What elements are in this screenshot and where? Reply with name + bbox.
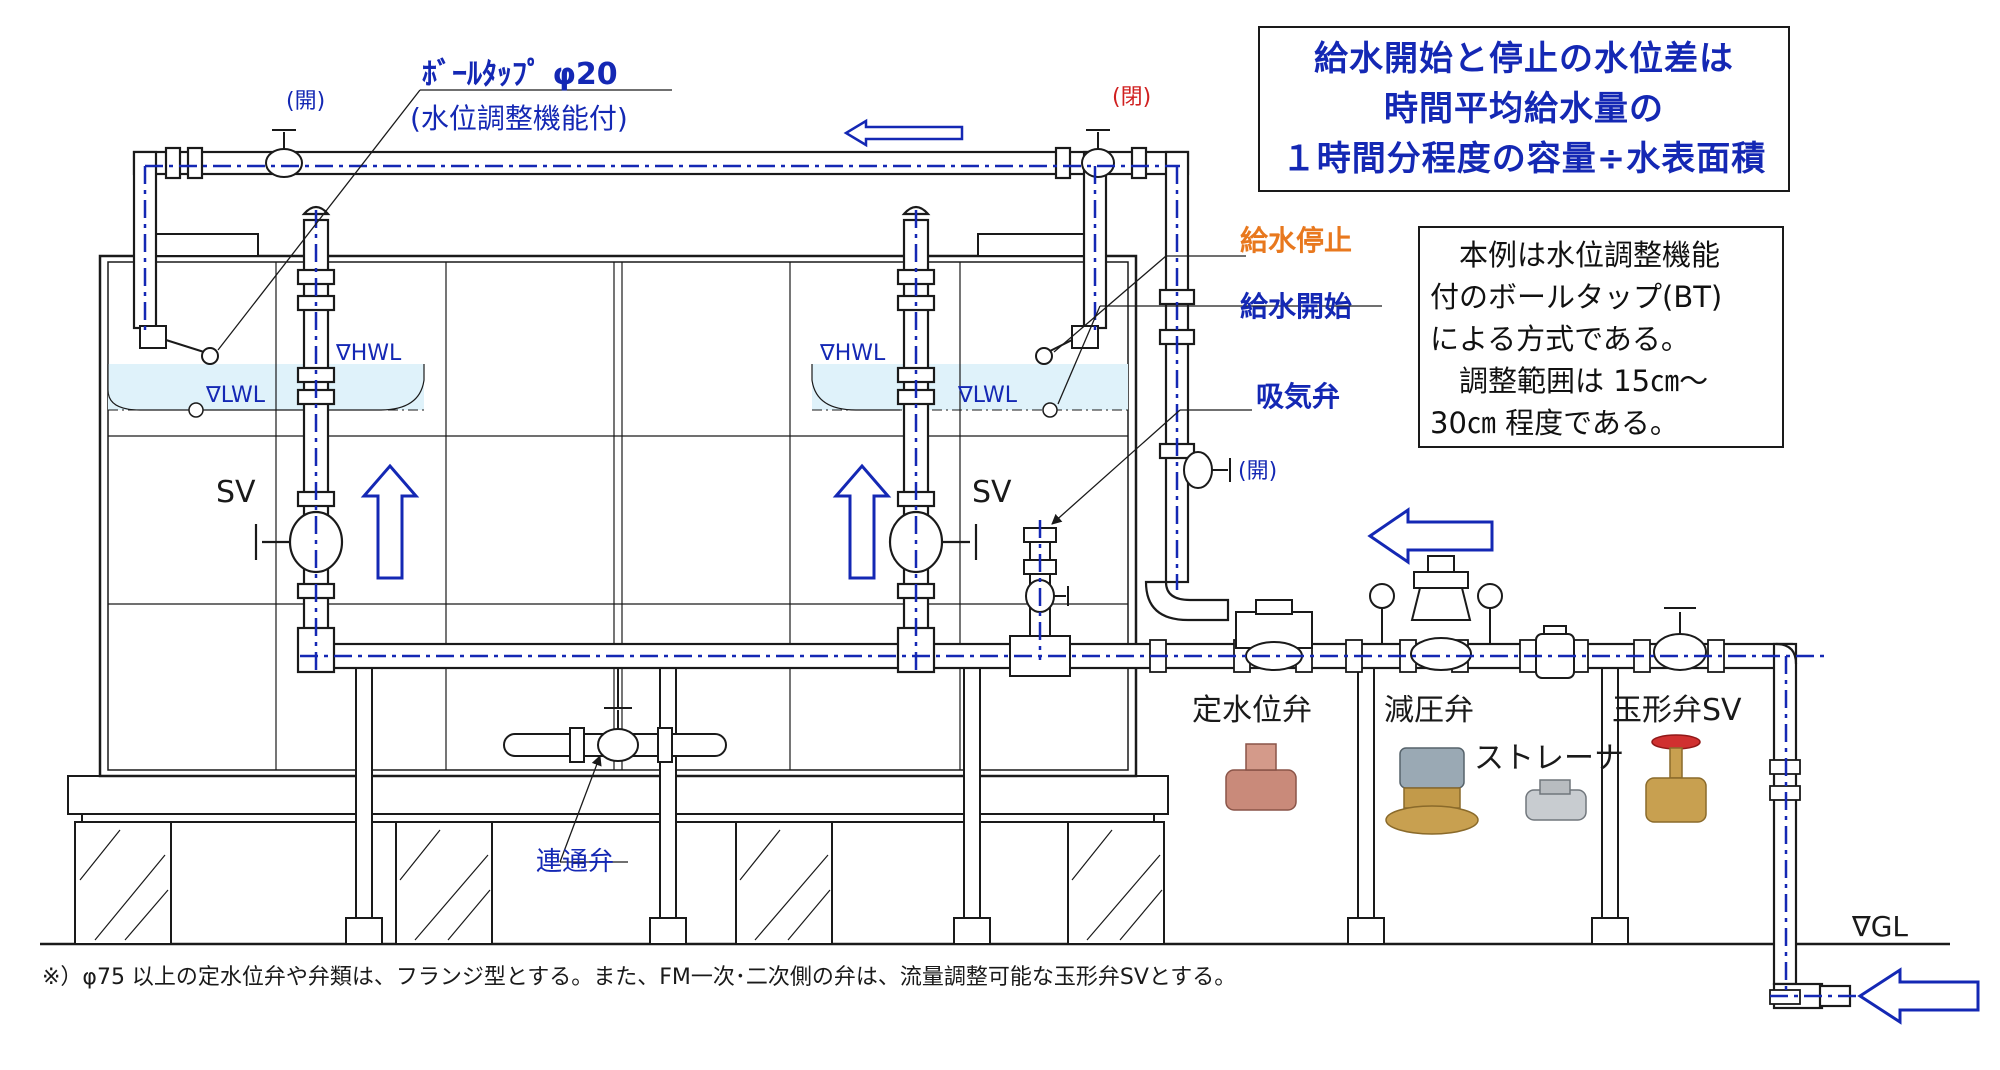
pressure-reducing-valve-body	[1410, 555, 1472, 671]
heading-line: １時間分程度の容量÷水表面積	[1281, 139, 1767, 179]
hwl-label-left: ∇HWL	[335, 341, 402, 366]
lwl-float-markers	[188, 402, 1058, 418]
ball-tap-name: ﾎﾞｰﾙﾀｯﾌﾟ φ20	[422, 57, 618, 92]
pressure-reducing-valve-photo	[1385, 747, 1479, 835]
note-line: による方式である。	[1430, 322, 1690, 356]
water-surface-left	[108, 364, 424, 410]
ball-tap-right	[1035, 325, 1099, 365]
ball-tap-subtitle: (水位調整機能付)	[410, 102, 628, 135]
gate-valve-mid-right	[1183, 451, 1231, 489]
lwl-label-right: ∇LWL	[957, 383, 1018, 408]
sv-label-left: SV	[216, 475, 256, 510]
globe-valve-photo	[1645, 734, 1707, 823]
globe-valve-label: 玉形弁SV	[1612, 693, 1742, 728]
valve-state-right-mid: (開)	[1238, 459, 1277, 484]
constant-level-valve-label: 定水位弁	[1192, 693, 1312, 728]
strainer-photo	[1525, 779, 1587, 821]
ball-tap-left	[139, 325, 219, 365]
lwl-label-left: ∇LWL	[205, 383, 266, 408]
pressure-reducing-valve-label: 減圧弁	[1384, 693, 1474, 728]
constant-level-valve-photo	[1225, 743, 1297, 811]
air-valve-label: 吸気弁	[1256, 380, 1340, 413]
gate-valve-top-left	[265, 129, 303, 178]
note-line: 30㎝ 程度である。	[1430, 406, 1679, 440]
pressure-gauges	[1369, 583, 1503, 644]
flow-arrow-up-right	[832, 463, 892, 580]
hwl-label-right: ∇HWL	[819, 341, 886, 366]
heading-box: 給水開始と停止の水位差は 時間平均給水量の １時間分程度の容量÷水表面積	[1258, 26, 1790, 192]
flow-arrow-main	[1367, 507, 1494, 565]
globe-valve-body	[1653, 607, 1707, 671]
constant-level-valve-body	[1235, 599, 1313, 671]
flow-arrow-top	[843, 118, 964, 148]
water-surface-right	[812, 364, 1128, 410]
pipe-centerlines	[143, 164, 1860, 998]
connecting-valve-label: 連通弁	[536, 847, 614, 877]
ground-level-label: ∇GL	[1851, 910, 1908, 943]
note-line: 本例は水位調整機能	[1430, 238, 1721, 272]
strainer-body	[1535, 625, 1575, 679]
supply-stop-label: 給水停止	[1240, 224, 1352, 257]
flow-arrow-inlet	[1857, 967, 1980, 1025]
strainer-label: ストレーナ	[1474, 741, 1624, 776]
foundation-hatching	[79, 829, 1163, 941]
gate-valve-top-right	[1081, 129, 1115, 178]
heading-line: 給水開始と停止の水位差は	[1314, 39, 1734, 79]
footnote: ※）φ75 以上の定水位弁や弁類は、フランジ型とする。また、FM一次･二次側の弁…	[42, 965, 1236, 990]
supply-start-label: 給水開始	[1240, 290, 1352, 323]
note-box: 本例は水位調整機能 付のボールタップ(BT) による方式である。 調整範囲は 1…	[1418, 226, 1784, 448]
pipe-supports	[345, 667, 1629, 945]
ball-tap-supply-pipe	[132, 146, 1230, 622]
leader-lines	[217, 89, 1382, 863]
heading-line: 時間平均給水量の	[1384, 89, 1664, 129]
valve-state-right-top: (閉)	[1112, 85, 1151, 110]
note-line: 調整範囲は 15㎝～	[1430, 364, 1709, 398]
note-line: 付のボールタップ(BT)	[1430, 280, 1723, 314]
valve-state-left-top: (開)	[286, 89, 325, 114]
tank-foundation	[67, 775, 1169, 945]
connecting-valve-assembly	[503, 668, 727, 763]
sv-label-right: SV	[972, 475, 1012, 510]
flow-arrow-up-left	[360, 463, 420, 580]
